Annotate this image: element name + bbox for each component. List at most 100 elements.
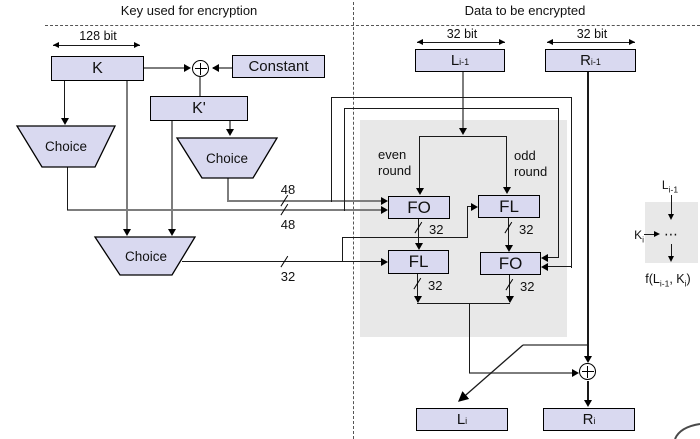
choice2-shape: [175, 137, 279, 179]
mini-wire-k: [644, 234, 656, 236]
choice1-label: Choice: [44, 139, 88, 154]
choice1-shape: [15, 125, 117, 168]
wrap-c-up: [342, 238, 344, 262]
arrowhead: [505, 245, 513, 252]
fo-even-width: 32: [429, 222, 444, 237]
wrap-c-into-fl: [467, 206, 473, 208]
fo-odd-width: 32: [520, 279, 535, 294]
choice3-shape: [93, 236, 197, 276]
arrowhead: [584, 356, 592, 363]
arrowhead: [541, 263, 548, 271]
even-round-label: even round: [378, 147, 412, 178]
wrap-b-right: [558, 108, 560, 258]
arrowhead: [668, 214, 674, 220]
arrowhead: [668, 256, 674, 262]
wire-fo-odd-out: [509, 275, 511, 302]
r-width-label: 32 bit: [576, 27, 608, 41]
wrap-a-into-fo: [547, 266, 572, 268]
wire-merge: [417, 303, 510, 305]
wrap-b-into-fo: [547, 257, 559, 259]
fo-odd-box: FO: [480, 252, 541, 275]
arrowhead: [212, 64, 219, 72]
section-divider-horizontal: [45, 25, 700, 26]
wrap-c-right: [467, 207, 469, 238]
arrowhead: [53, 42, 59, 48]
wire-r-branch: [523, 344, 588, 346]
mini-wire-bottom: [671, 244, 673, 258]
fl-odd-width: 32: [519, 222, 534, 237]
wire-constant-to-xor: [213, 67, 232, 69]
wire-l-down: [462, 72, 464, 133]
fo-even-box: FO: [388, 196, 450, 219]
wire-split: [419, 136, 507, 138]
mini-wire-top: [671, 195, 673, 216]
arrowhead: [134, 42, 140, 48]
wire-swap-diagonal: [458, 344, 524, 402]
key-kprime-box: K': [150, 96, 248, 121]
arrowhead: [572, 369, 579, 377]
wire-fl-odd-out: [508, 218, 510, 247]
k-width-label: 128 bit: [79, 29, 117, 43]
xor-key-constant: [192, 60, 209, 77]
arrowhead: [168, 229, 176, 236]
bus48-b-label: 48: [280, 217, 296, 232]
wrap-a-top: [331, 97, 572, 99]
mini-f-label: f(Li-1, Ki): [645, 272, 691, 289]
arrowhead: [417, 39, 423, 45]
wire-kprime-to-choice3: [171, 121, 173, 230]
wire-k-to-choice1: [64, 81, 66, 119]
choice3-label: Choice: [124, 249, 168, 264]
bus48-b: [67, 209, 382, 211]
r-width-arrow: [547, 42, 635, 43]
wire-k-to-choice3: [126, 81, 128, 230]
arrowhead: [584, 400, 592, 407]
arrowhead: [381, 206, 388, 214]
arrowhead: [541, 254, 548, 262]
bus48-a-label: 48: [280, 182, 296, 197]
wire-choice2-down: [227, 178, 229, 202]
wrap-a-right: [571, 97, 573, 268]
wrap-c-top: [342, 237, 468, 239]
fl-even-width: 32: [428, 278, 443, 293]
mini-k-label: Ki: [634, 228, 644, 245]
wire-xor-to-r-out: [587, 381, 589, 403]
wire-split-left: [419, 136, 421, 189]
arrowhead: [123, 229, 131, 236]
arrowhead: [414, 296, 422, 303]
arrowhead: [547, 39, 553, 45]
xor-output: [579, 363, 596, 380]
arrowhead: [503, 187, 511, 194]
arrowhead: [506, 296, 514, 303]
wire-fl-even-out: [417, 274, 419, 302]
wire-kprime-to-choice2: [229, 121, 231, 130]
odd-round-label: odd round: [514, 148, 548, 179]
bus48-a: [227, 200, 382, 202]
wire-r-down: [587, 72, 589, 357]
corner-arc-decoration: [674, 423, 700, 439]
wrap-b-left: [344, 108, 346, 211]
fl-odd-box: FL: [478, 195, 540, 218]
wire-xor-to-kprime: [199, 77, 201, 96]
wire-split-right: [506, 136, 508, 189]
bus32-c: [182, 261, 382, 263]
arrowhead: [415, 243, 423, 250]
choice2-label: Choice: [205, 151, 249, 166]
wire-k-to-xor: [144, 67, 186, 69]
round-function-region: [360, 120, 567, 337]
mini-l-label: Li-1: [661, 178, 679, 195]
k-width-arrow: [53, 45, 140, 46]
arrowhead: [459, 128, 467, 135]
arrowhead: [226, 129, 234, 136]
wrap-b-top: [344, 108, 559, 110]
arrowhead: [381, 258, 388, 266]
arrowhead: [654, 231, 660, 237]
wire-fo-even-out: [418, 219, 420, 246]
key-k-box: K: [51, 56, 144, 81]
arrowhead: [499, 39, 505, 45]
bus32-c-label: 32: [280, 269, 296, 284]
